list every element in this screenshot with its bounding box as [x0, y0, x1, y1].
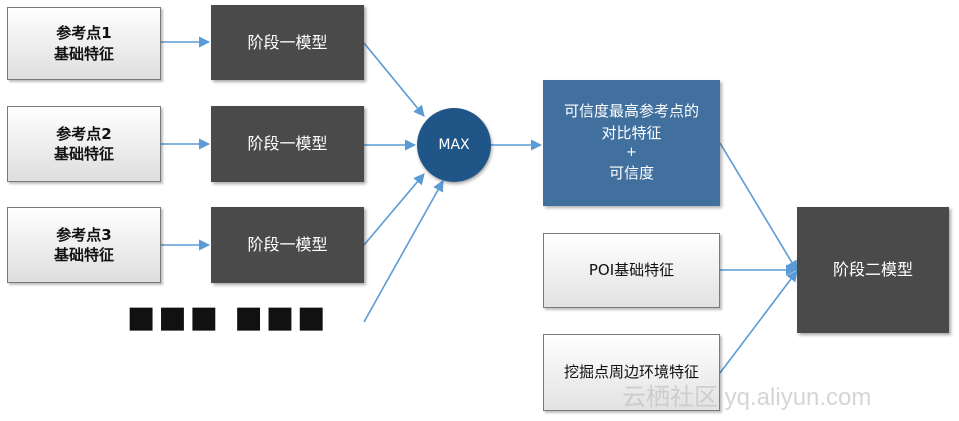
arrow-more-to-max	[363, 180, 444, 323]
stage-two-model-box: 阶段二模型	[797, 207, 949, 333]
stage-one-label: 阶段一模型	[247, 32, 328, 52]
dig-env-feature-box: 挖掘点周边环境特征	[543, 334, 720, 411]
stage-one-model-box-3: 阶段一模型	[211, 207, 364, 283]
arrow-best-to-stage2	[719, 142, 798, 272]
reference-point-label: 参考点1	[56, 24, 112, 43]
reference-point-3-box: 参考点3 基础特征	[7, 207, 161, 283]
stage-one-label: 阶段一模型	[247, 134, 328, 154]
poi-feature-label: POI基础特征	[588, 261, 675, 280]
reference-point-label: 参考点3	[56, 225, 112, 244]
basic-feature-label: 基础特征	[53, 44, 114, 63]
basic-feature-label: 基础特征	[53, 145, 114, 163]
arrow-dig-to-stage2	[719, 270, 798, 374]
best-feature-plus: +	[626, 145, 637, 161]
best-feature-line1: 可信度最高参考点的	[563, 101, 699, 120]
stage-one-model-box-1: 阶段一模型	[211, 5, 364, 80]
watermark: 云栖社区 yq.aliyun.com	[622, 384, 872, 411]
best-feature-line2: 对比特征	[601, 123, 662, 142]
best-reference-feature-box: 可信度最高参考点的 对比特征 + 可信度	[543, 80, 720, 206]
stage-one-model-box-2: 阶段一模型	[211, 106, 364, 182]
max-node: MAX	[417, 108, 491, 182]
stage-two-label: 阶段二模型	[832, 260, 913, 280]
arrow-stage1c-to-max	[363, 173, 425, 246]
basic-feature-label: 基础特征	[53, 246, 114, 264]
reference-point-2-box: 参考点2 基础特征	[7, 106, 161, 182]
best-feature-line4: 可信度	[608, 164, 654, 183]
max-label: MAX	[438, 137, 470, 153]
reference-point-label: 参考点2	[56, 124, 112, 143]
dig-env-feature-label: 挖掘点周边环境特征	[563, 363, 699, 382]
ellipsis-marker: ■■■ ■■■	[127, 300, 329, 335]
poi-feature-box: POI基础特征	[543, 233, 720, 308]
reference-point-1-box: 参考点1 基础特征	[7, 7, 161, 80]
arrow-stage1a-to-max	[363, 42, 425, 117]
stage-one-label: 阶段一模型	[247, 235, 328, 255]
